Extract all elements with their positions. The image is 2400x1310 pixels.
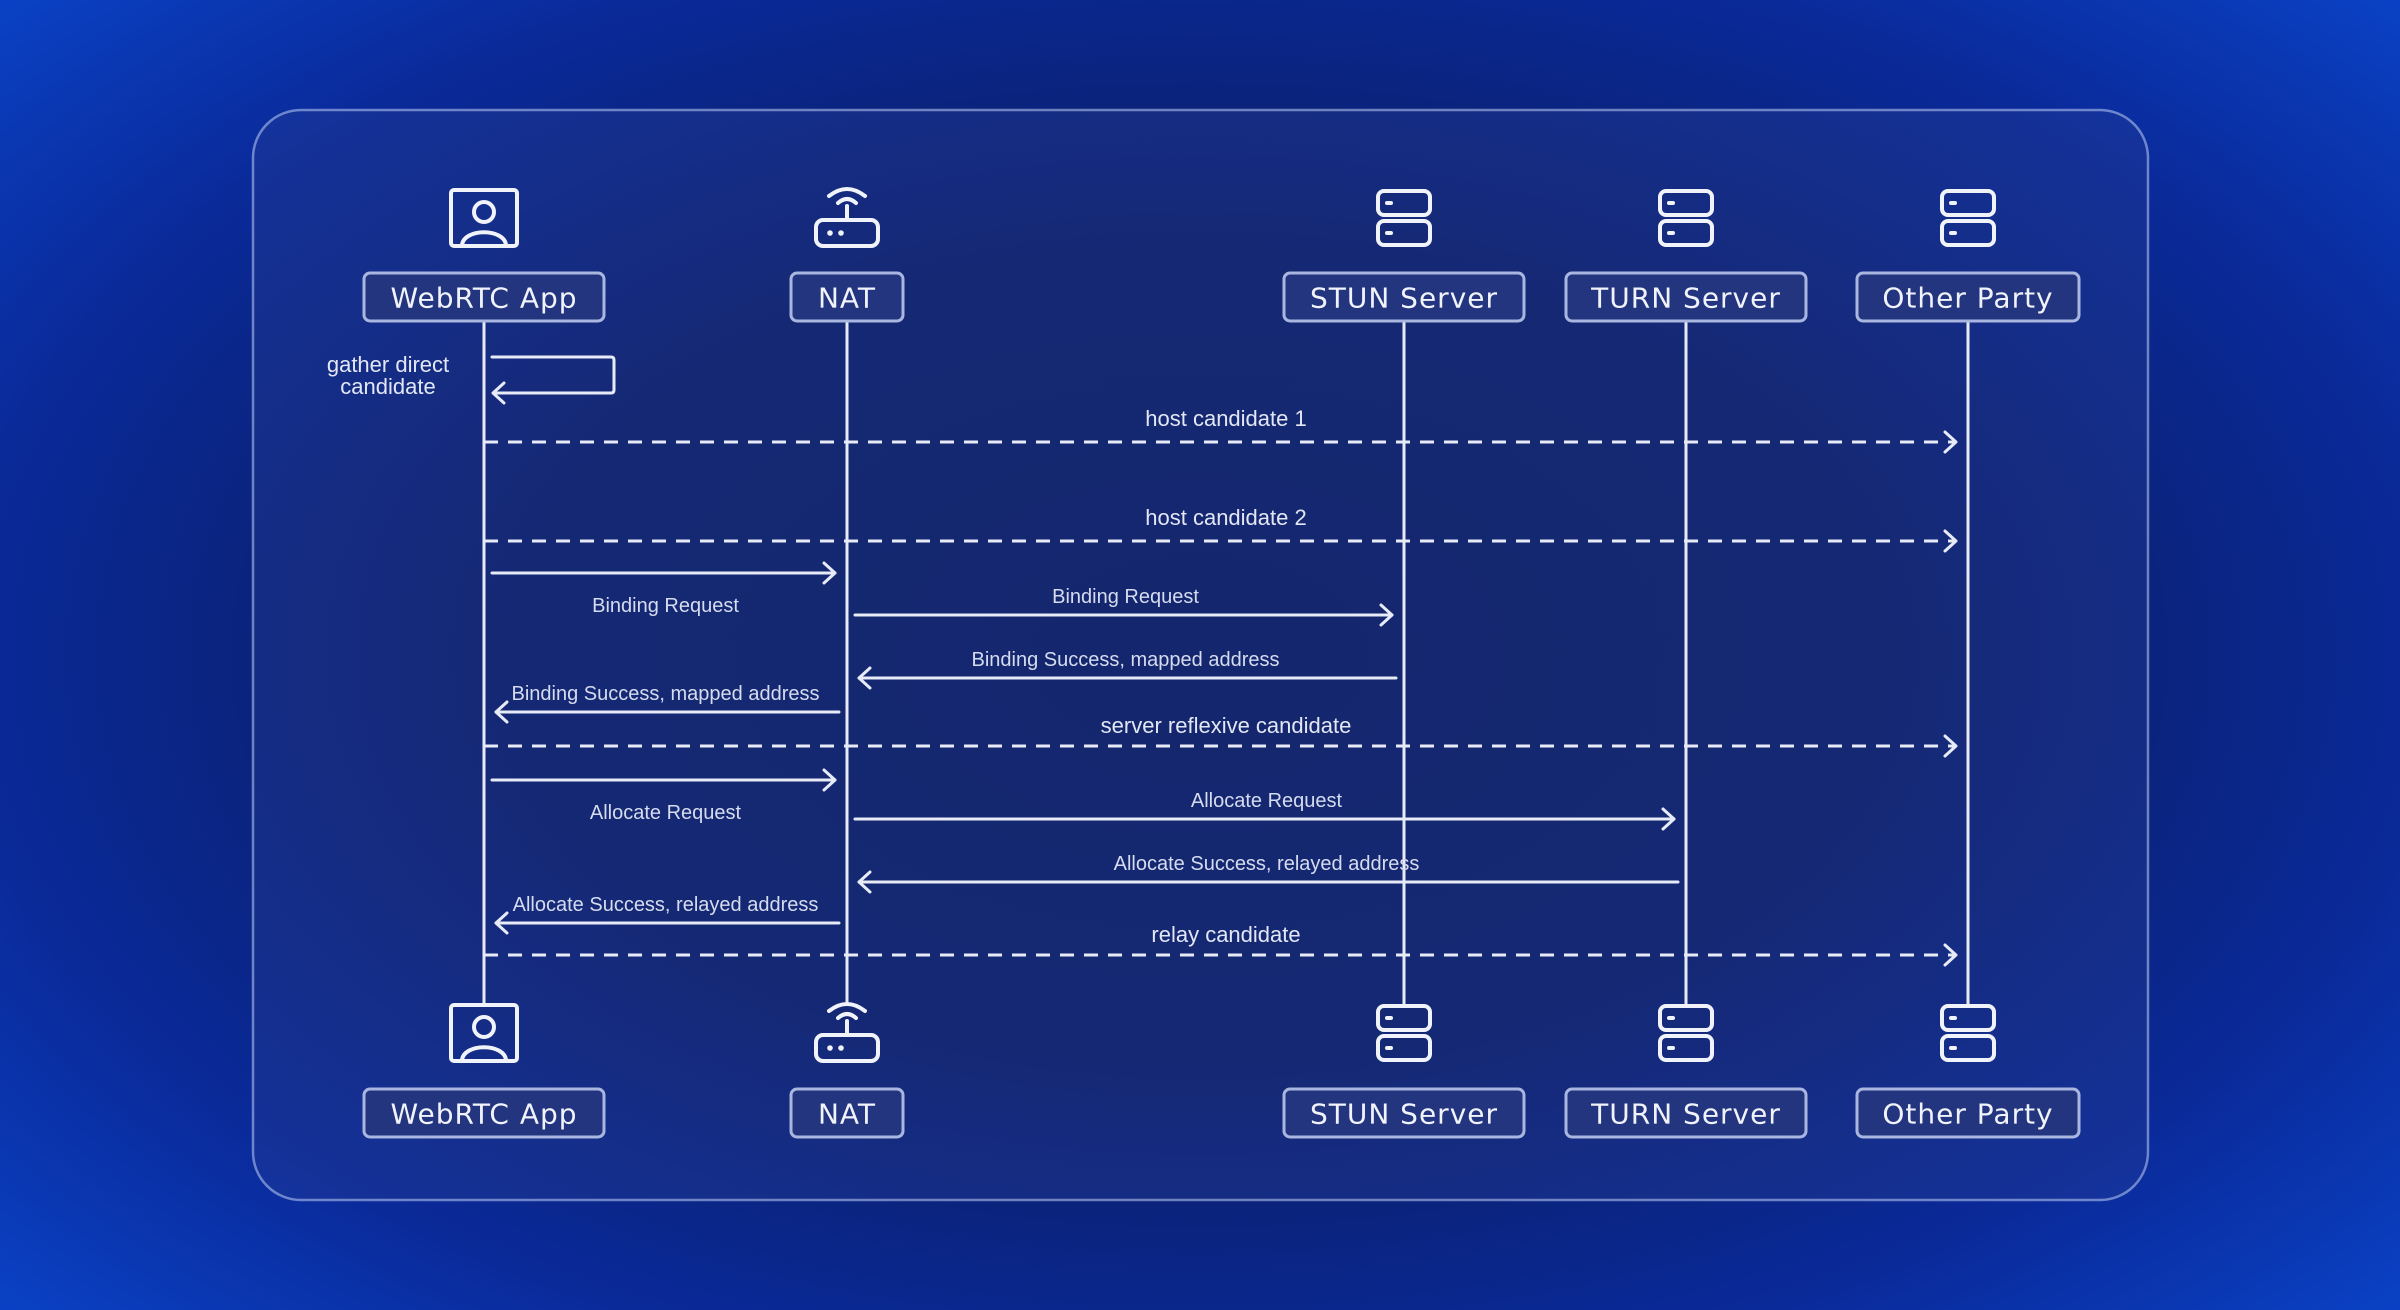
message-9: Allocate Request [853, 790, 1676, 831]
message-label: host candidate 2 [1145, 505, 1306, 530]
lifelines [482, 321, 1970, 1005]
message-label: Allocate Success, relayed address [513, 894, 819, 916]
diagram-panel [251, 108, 2150, 1202]
server-icon [1376, 189, 1432, 247]
message-7: server reflexive candidate [484, 713, 1958, 758]
participant-stun-top: STUN Server [1282, 189, 1526, 323]
message-8: Allocate Request [490, 768, 837, 824]
message-label: Binding Request [592, 595, 739, 617]
server-icon [1376, 1004, 1432, 1062]
message-label: server reflexive candidate [1101, 713, 1352, 738]
participants-bottom: WebRTC App NAT STUN Server TURN Server Other… [362, 1002, 2081, 1139]
message-11: Allocate Success, relayed address [494, 894, 841, 935]
router-icon [814, 1002, 880, 1063]
server-icon [1658, 189, 1714, 247]
message-arrowhead [822, 768, 837, 792]
message-arrowhead [1943, 943, 1958, 967]
participant-label: WebRTC App [390, 1098, 577, 1131]
user-portrait-icon [449, 188, 519, 248]
message-arrowhead [1943, 430, 1958, 454]
message-label: Binding Success, mapped address [972, 649, 1280, 671]
participant-stun-bottom: STUN Server [1282, 1004, 1526, 1139]
participant-box [1282, 1087, 1526, 1139]
participant-nat-top: NAT [789, 187, 905, 323]
participant-box [1282, 271, 1526, 323]
user-portrait-icon [449, 1003, 519, 1063]
self-message-label: candidate [340, 374, 435, 399]
participant-box [1855, 271, 2081, 323]
message-arrowhead [1661, 807, 1676, 831]
message-label: Allocate Request [1191, 790, 1343, 812]
participant-box [1855, 1087, 2081, 1139]
self-message-arrowhead [491, 381, 506, 405]
message-label: Allocate Success, relayed address [1114, 853, 1420, 875]
messages: host candidate 1 host candidate 2 Binding … [484, 406, 1958, 967]
server-icon [1940, 189, 1996, 247]
participant-turn-top: TURN Server [1564, 189, 1808, 323]
participant-other-top: Other Party [1855, 189, 2081, 323]
participant-label: NAT [818, 282, 876, 315]
participant-other-bottom: Other Party [1855, 1004, 2081, 1139]
message-label: Binding Success, mapped address [512, 683, 820, 705]
participant-box [789, 271, 905, 323]
participant-app-top: WebRTC App [362, 188, 606, 323]
self-message-label: gather direct [327, 352, 449, 377]
participant-box [1564, 271, 1808, 323]
message-arrowhead [494, 700, 509, 724]
message-6: Binding Success, mapped address [494, 683, 841, 724]
message-12: relay candidate [484, 922, 1958, 967]
message-3: Binding Request [490, 561, 837, 617]
participant-label: NAT [818, 1098, 876, 1131]
participant-box [362, 1087, 606, 1139]
server-icon [1658, 1004, 1714, 1062]
router-icon [814, 187, 880, 248]
message-10: Allocate Success, relayed address [857, 853, 1680, 894]
participants-top: WebRTC App NAT STUN Server TURN Server Other… [362, 187, 2081, 323]
participant-label: WebRTC App [390, 282, 577, 315]
participant-box [1564, 1087, 1808, 1139]
participant-label: Other Party [1882, 1098, 2053, 1131]
message-1: host candidate 1 [484, 406, 1958, 454]
participant-label: STUN Server [1310, 1098, 1498, 1131]
message-arrowhead [1943, 734, 1958, 758]
server-icon [1940, 1004, 1996, 1062]
message-label: Allocate Request [590, 802, 742, 824]
self-message-line [490, 355, 616, 395]
message-arrowhead [1379, 603, 1394, 627]
message-arrowhead [494, 911, 509, 935]
participant-label: Other Party [1882, 282, 2053, 315]
participant-turn-bottom: TURN Server [1564, 1004, 1808, 1139]
participant-app-bottom: WebRTC App [362, 1003, 606, 1139]
participant-label: TURN Server [1590, 1098, 1781, 1131]
message-label: host candidate 1 [1145, 406, 1306, 431]
message-arrowhead [857, 666, 872, 690]
participant-nat-bottom: NAT [789, 1002, 905, 1139]
participant-box [362, 271, 606, 323]
message-arrowhead [822, 561, 837, 585]
message-4: Binding Request [853, 586, 1394, 627]
message-arrowhead [1943, 529, 1958, 553]
participant-label: TURN Server [1590, 282, 1781, 315]
message-arrowhead [857, 870, 872, 894]
participant-box [789, 1087, 905, 1139]
message-5: Binding Success, mapped address [857, 649, 1398, 690]
message-2: host candidate 2 [484, 505, 1958, 553]
message-label: relay candidate [1151, 922, 1300, 947]
message-label: Binding Request [1052, 586, 1199, 608]
participant-label: STUN Server [1310, 282, 1498, 315]
